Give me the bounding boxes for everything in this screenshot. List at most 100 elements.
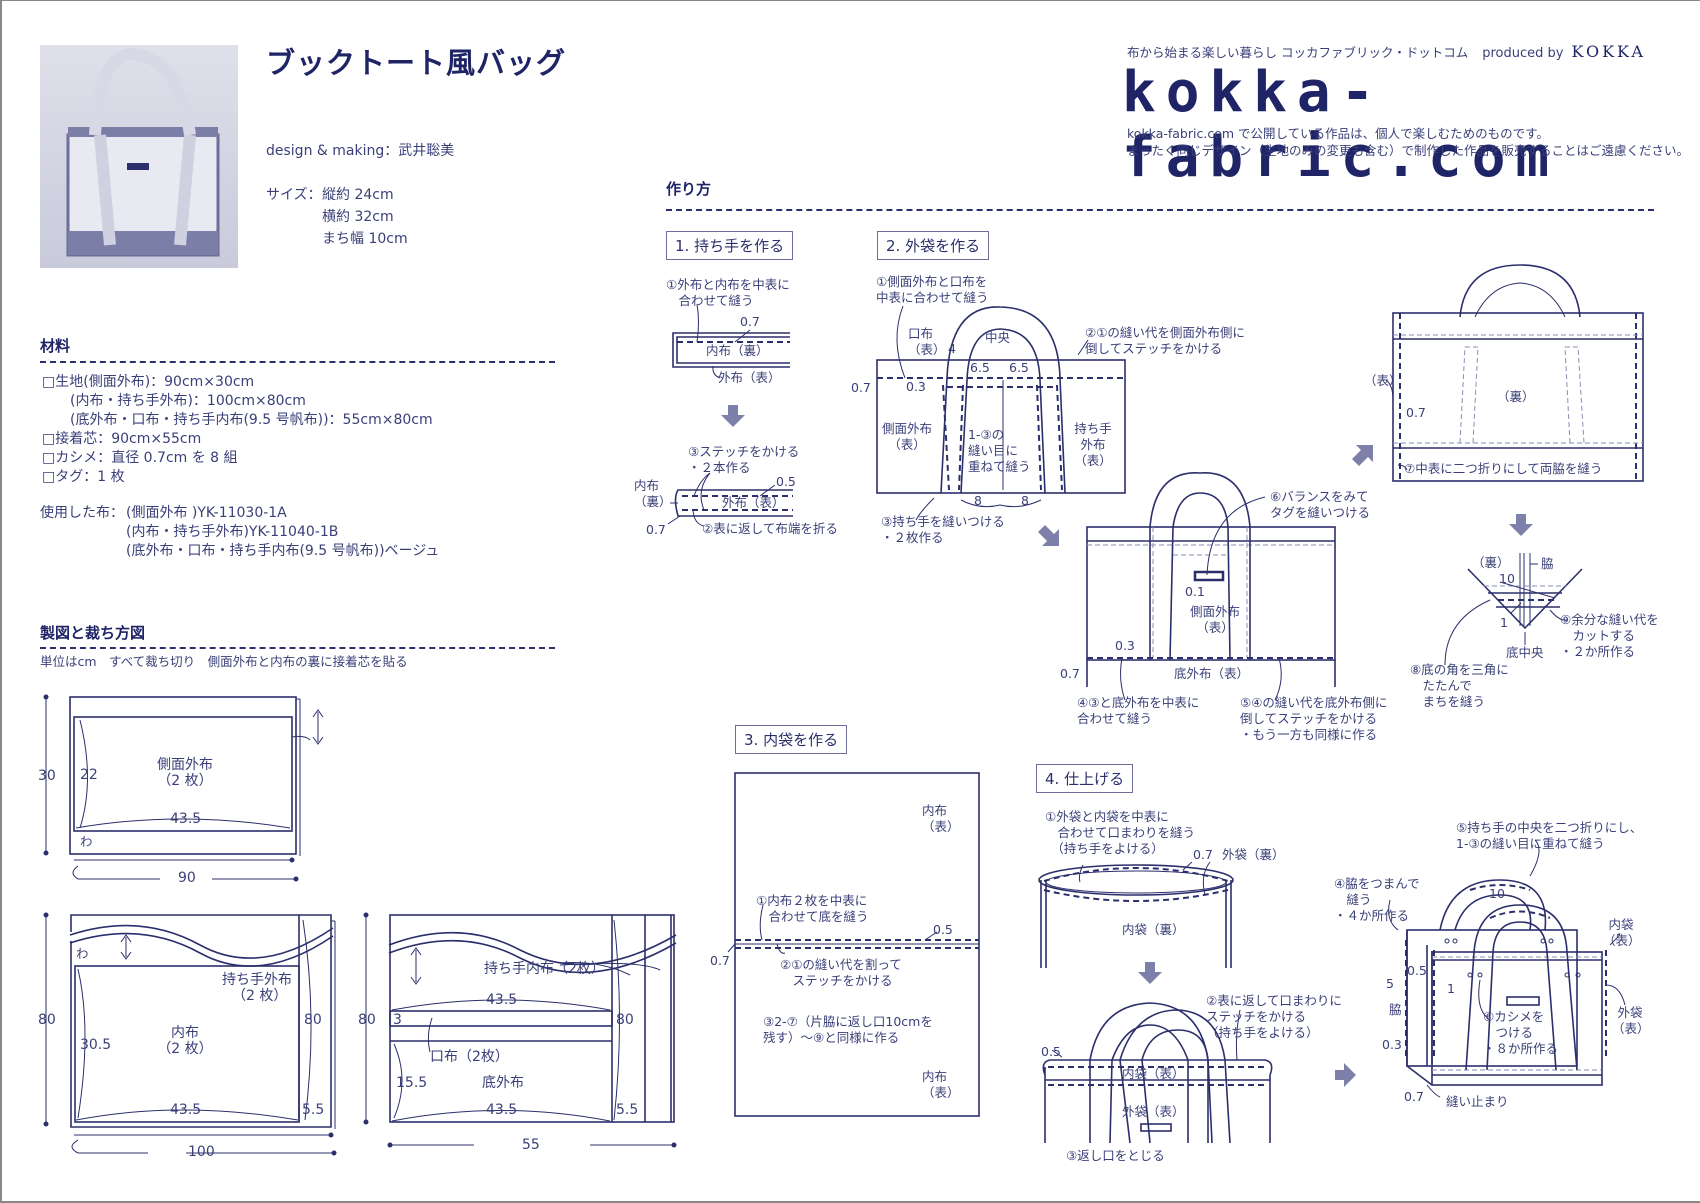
- material-item: □カシメ：直径 0.7cm を 8 組: [42, 450, 238, 466]
- step2-seam-note: 1-③の 縫い目に 重ねて縫う: [968, 427, 1031, 474]
- d2-strip-width: 5.5: [302, 1102, 325, 1118]
- step2-note1: ①側面外布と口布を 中表に合わせて縫う: [876, 274, 989, 305]
- step4-diagram-turned: [1042, 1002, 1356, 1144]
- fabrics-label: 使用した布：: [40, 505, 124, 521]
- fabrics-list: (側面外布 )YK-11030-1A (内布・持ち手外布)YK-11040-1B…: [126, 504, 439, 561]
- step1-note3: ③ステッチをかける ・２本作る: [688, 444, 800, 475]
- step2-bottom: 底外布（表）: [1174, 666, 1250, 681]
- brand-name: KOKKA: [1571, 42, 1646, 61]
- step4-outer-bag3: 外袋 （表）: [1612, 1005, 1650, 1036]
- fabric-item: (内布・持ち手外布)YK-11040-1B: [126, 524, 339, 540]
- step2-m07: 0.7: [851, 380, 871, 395]
- material-item: □生地(側面外布)：90cm×30cm: [42, 374, 255, 390]
- step4-stop: 縫い止まり: [1446, 1094, 1509, 1109]
- d1-inner-height: 22: [80, 767, 98, 783]
- step4-note3: ③返し口をとじる: [1066, 1148, 1165, 1163]
- step2-ura2: （裏）: [1472, 555, 1510, 570]
- step2-m8b: 8: [1021, 493, 1029, 508]
- step2-kuchi: 口布 （表）: [908, 326, 946, 357]
- d2-width: 100: [188, 1144, 215, 1160]
- d2-strip-height: 80: [304, 1012, 322, 1028]
- d3-strip-height: 80: [616, 1012, 634, 1028]
- materials-list: □生地(側面外布)：90cm×30cm (内布・持ち手外布)：100cm×80c…: [42, 373, 433, 487]
- step4-inner-bag2: 内袋（表）: [1122, 1066, 1185, 1081]
- step2-bottom-center: 底中央: [1506, 645, 1544, 660]
- step2-diagram-gusset: [1444, 553, 1583, 666]
- step2-m03: 0.3: [906, 379, 926, 394]
- step2-title: 2. 外袋を作る: [877, 231, 990, 260]
- step4-note2: ②表に返して口まわりに ステッチをかける （持ち手をよける）: [1206, 993, 1342, 1040]
- d2-count: （2 枚）: [157, 1041, 213, 1057]
- cutting-diagram-side-outer: [43, 694, 324, 882]
- cutting-diagram-canvas: [363, 912, 677, 1148]
- step2-side2: 側面外布 （表）: [1189, 604, 1240, 635]
- step2-diagram-folded: [1385, 264, 1644, 536]
- step4-m5: 5: [1386, 976, 1394, 991]
- d3-band: 口布（2枚）: [430, 1049, 509, 1065]
- step2-diagram-assembled: [1086, 445, 1373, 701]
- step4-m07: 0.7: [1193, 847, 1213, 862]
- produced-by: produced by: [1482, 46, 1564, 61]
- d1-width: 90: [178, 870, 196, 886]
- fabric-item: (底外布・口布・持ち手内布(9.5 号帆布))ベージュ: [126, 543, 440, 559]
- d3-width: 55: [522, 1137, 540, 1153]
- step2-note6: ⑥バランスをみて タグを縫いつける: [1270, 489, 1371, 520]
- d2-handle-count: （2 枚）: [232, 988, 288, 1004]
- step2-note5: ⑤④の縫い代を底外布側に 倒してステッチをかける ・もう一方も同様に作る: [1240, 695, 1388, 742]
- step2-handle: 持ち手 外布 （表）: [1074, 421, 1112, 468]
- step2-note7: ⑦中表に二つ折りにして両脇を縫う: [1404, 461, 1603, 476]
- step4-m03: 0.3: [1382, 1037, 1402, 1052]
- d3-top-width: 43.5: [486, 992, 518, 1008]
- step2-note2: ②①の縫い代を側面外布側に 倒してステッチをかける: [1085, 325, 1245, 356]
- materials-heading: 材料: [40, 337, 71, 355]
- step4-m10: 10: [1489, 886, 1505, 901]
- step2-m4: 4: [948, 341, 956, 356]
- size-width: 横約 32cm: [322, 209, 394, 225]
- step2-note4: ④③と底外布を中表に 合わせて縫う: [1077, 695, 1200, 726]
- d2-handle: 持ち手外布: [222, 972, 292, 988]
- step4-m1: 1: [1447, 981, 1455, 996]
- step2-note8: ⑧底の角を三角に たたんで まちを縫う: [1410, 662, 1509, 709]
- bag-photo-illustration: [66, 48, 220, 257]
- notice-line-2: まったく同じデザイン（生地のみの変更も含む）で制作した作品を販売することはご遠慮…: [1127, 143, 1690, 158]
- d2-inner-width: 43.5: [170, 1102, 202, 1118]
- step2-m07b: 0.7: [1060, 666, 1080, 681]
- step2-m03b: 0.3: [1115, 638, 1135, 653]
- step4-inner-bag3: 内袋 （表）: [1603, 917, 1641, 948]
- step2-m10: 10: [1499, 571, 1515, 586]
- pattern-heading: 製図と裁ち方図: [40, 624, 146, 642]
- step4-m05b: 0.5: [1407, 963, 1427, 978]
- step2-side: 側面外布 （表）: [881, 421, 932, 452]
- step3-m05: 0.5: [933, 922, 953, 937]
- size-height: 縦約 24cm: [322, 187, 394, 203]
- step1-margin-07: 0.7: [740, 314, 760, 329]
- step1-margin-07b: 0.7: [646, 522, 666, 537]
- howto-heading: 作り方: [666, 180, 712, 198]
- step4-outer-bag: 外袋（裏）: [1222, 847, 1285, 862]
- tagline-text: 布から始まる楽しい暮らし コッカファブリック・ドットコム: [1127, 45, 1469, 60]
- material-item: □接着芯：90cm×55cm: [42, 431, 202, 447]
- size-gusset: まち幅 10cm: [322, 231, 408, 247]
- step4-diagram-finished: [1388, 839, 1626, 1098]
- site-logo[interactable]: kokka-fabric.com: [1122, 60, 1560, 190]
- step3-title: 3. 内袋を作る: [735, 725, 848, 754]
- d2-inner-height: 30.5: [80, 1037, 112, 1053]
- step3-note2: ②①の縫い代を割って ステッチをかける: [780, 957, 902, 988]
- step1-inner2: 内布 （裏）: [634, 478, 672, 509]
- material-item: □タグ：1 枚: [42, 469, 125, 485]
- d1-piece: 側面外布: [157, 757, 213, 773]
- step2-m65a: 6.5: [970, 360, 990, 375]
- step4-m05: 0.5: [1041, 1044, 1061, 1059]
- step3-m07: 0.7: [710, 953, 730, 968]
- d1-inner-width: 43.5: [170, 811, 202, 827]
- step3-note3: ③2-⑦（片脇に返し口10cmを 残す）〜⑨と同様に作る: [763, 1014, 933, 1045]
- pattern-title: ブックトート風バッグ: [266, 46, 567, 80]
- step3-inner-b: 内布 （表）: [922, 1069, 960, 1100]
- step2-m65b: 6.5: [1009, 360, 1029, 375]
- step2-m07c: 0.7: [1406, 405, 1426, 420]
- step4-note5: ⑤持ち手の中央を二つ折りにし、 1-③の縫い目に重ねて縫う: [1456, 820, 1643, 851]
- step2-diagram-outer: [876, 305, 1126, 546]
- step4-outer-bag2: 外袋（表）: [1122, 1104, 1185, 1119]
- step1-note2: ②表に返して布端を折る: [702, 521, 838, 536]
- step4-waki: 脇: [1389, 1002, 1402, 1017]
